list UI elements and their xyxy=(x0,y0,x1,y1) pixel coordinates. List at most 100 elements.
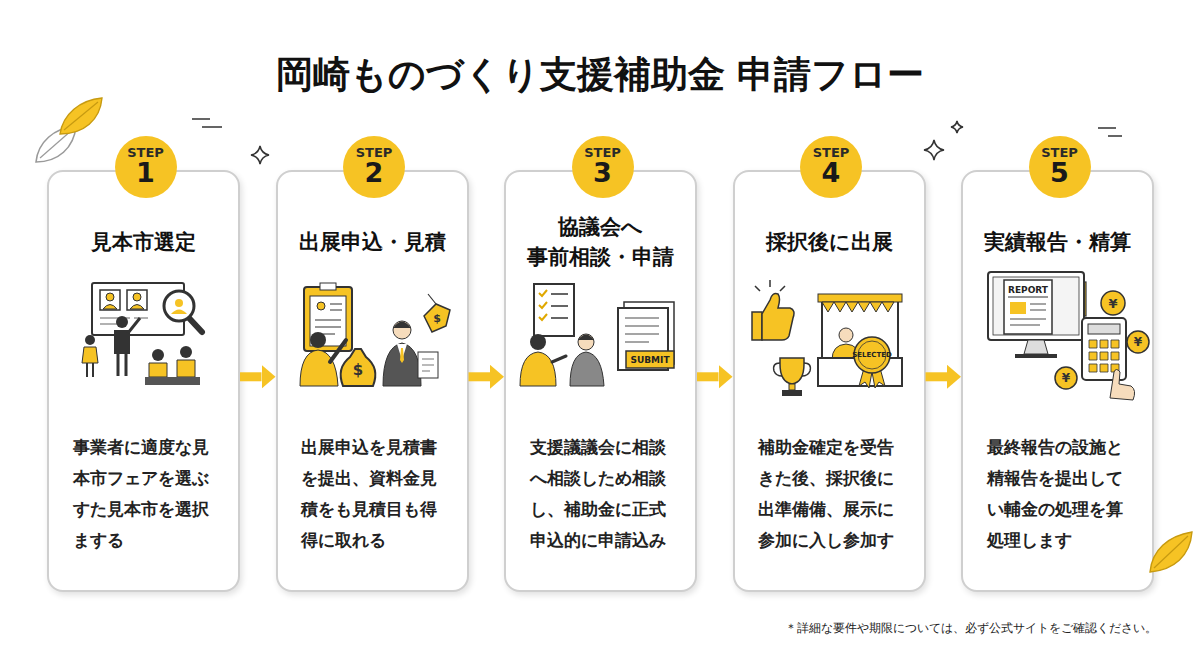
currency-symbol: ¥ xyxy=(1134,336,1142,348)
report-illustration xyxy=(1089,340,1119,372)
application-illustration xyxy=(320,283,336,290)
icon-caption: SUBMIT xyxy=(630,356,669,365)
trade-show-illustration xyxy=(82,283,202,385)
exhibition-illustration xyxy=(818,294,902,302)
decor-sparkle xyxy=(951,121,963,133)
decor-sparkle xyxy=(251,146,269,164)
exhibition-illustration xyxy=(818,358,902,386)
trade-show-illustration xyxy=(149,363,167,377)
application-illustration xyxy=(428,294,436,304)
trade-show-illustration xyxy=(171,310,187,315)
consultation-illustration xyxy=(624,302,674,364)
step-label: STEP xyxy=(584,146,621,159)
step-description: 出展申込を見積書 を提出、資料金見 積をも見積目も得 得に取れる xyxy=(301,432,442,556)
application-illustration xyxy=(304,287,352,351)
flow-arrow xyxy=(240,372,262,381)
decor-leaf xyxy=(64,102,98,130)
step-description: 最終報告の設施と 精報告を提出して い輔金の処理を算 処理します xyxy=(987,432,1128,556)
trade-show-illustration xyxy=(85,335,95,345)
trade-show-illustration xyxy=(103,305,117,310)
step-description: 補助金確定を受告 きた後、採択後に 出準備備、展示に 参加に入し参加す xyxy=(758,432,899,556)
trade-show-illustration xyxy=(114,330,130,354)
application-illustration xyxy=(422,359,434,371)
trade-show-illustration xyxy=(133,293,141,301)
exhibition-illustration xyxy=(752,312,762,340)
consultation-illustration xyxy=(578,334,594,350)
report-illustration xyxy=(1010,302,1026,314)
report-illustration xyxy=(1010,304,1046,325)
application-illustration xyxy=(300,350,338,386)
exhibition-illustration xyxy=(780,358,804,384)
application-illustration xyxy=(424,304,450,332)
trade-show-illustration xyxy=(130,305,144,310)
exhibition-illustration xyxy=(789,384,795,390)
exhibition-illustration xyxy=(755,280,785,291)
step-number: 1 xyxy=(136,159,155,187)
consultation-illustration xyxy=(534,284,574,336)
trade-show-illustration xyxy=(152,349,164,361)
decor-leaf xyxy=(40,130,72,158)
step-badge: STEP3 xyxy=(572,136,634,198)
application-illustration xyxy=(397,344,407,360)
step-badge: STEP2 xyxy=(343,136,405,198)
step-card: 採択後に出展補助金確定を受告 きた後、採択後に 出準備備、展示に 参加に入し参加… xyxy=(733,170,926,592)
application-illustration xyxy=(310,296,346,346)
step-card: 出展申込・見積出展申込を見積書 を提出、資料金見 積をも見積目も得 得に取れるS… xyxy=(276,170,469,592)
step-badge: STEP5 xyxy=(1029,136,1091,198)
application-illustration xyxy=(393,321,411,339)
step-heading: 見本市選定 xyxy=(49,212,238,272)
trade-show-illustration xyxy=(175,299,183,307)
decor-leaf xyxy=(1154,536,1188,568)
decor-leaf xyxy=(60,98,102,134)
trade-show-illustration xyxy=(164,291,194,321)
report-illustration xyxy=(1101,291,1125,315)
trade-show-illustration xyxy=(92,283,184,335)
application-illustration xyxy=(341,349,376,386)
consultation-illustration xyxy=(626,351,674,368)
step-heading: 採択後に出展 xyxy=(735,212,924,272)
step-card: 実績報告・精算最終報告の設施と 精報告を提出して い輔金の処理を算 処理しますS… xyxy=(961,170,1154,592)
consultation-illustration xyxy=(520,352,556,386)
step-heading: 出展申込・見積 xyxy=(278,212,467,272)
step-description: 事業者に適度な見 本市フェアを選ぶ すた見本市を選択 まする xyxy=(73,432,214,556)
trade-show-illustration xyxy=(189,318,202,332)
report-illustration xyxy=(1004,280,1052,334)
page-title: 岡崎ものづくり支援補助金 申請フロー xyxy=(0,52,1200,98)
report-illustration xyxy=(988,272,1149,400)
report-illustration xyxy=(1055,367,1077,389)
step-label: STEP xyxy=(356,146,393,159)
icon-caption: SELECTED xyxy=(852,352,892,359)
trade-show-illustration xyxy=(106,293,114,301)
step-label: STEP xyxy=(813,146,850,159)
trade-show-illustration xyxy=(82,347,98,363)
exhibition-illustration xyxy=(774,363,811,376)
step-label: STEP xyxy=(1041,146,1078,159)
step-heading: 実績報告・精算 xyxy=(963,212,1152,272)
trade-show-illustration xyxy=(177,360,195,377)
consultation-illustration xyxy=(552,356,566,362)
step-card: 協議会へ 事前相談・申請支援議議会に相談 へ相談しため相談 し、補助金に正式 申… xyxy=(504,170,697,592)
application-illustration xyxy=(315,304,342,334)
exhibition-illustration xyxy=(782,390,802,396)
exhibition-illustration xyxy=(822,300,898,380)
step-heading: 協議会へ 事前相談・申請 xyxy=(506,212,695,272)
application-illustration xyxy=(383,343,421,386)
trade-show-illustration xyxy=(127,290,147,310)
decor-sparkle xyxy=(192,119,1122,136)
flow-arrow xyxy=(926,372,948,381)
trade-show-illustration xyxy=(87,363,93,377)
report-illustration xyxy=(988,272,1084,340)
trade-show-illustration xyxy=(116,316,128,328)
step-number: 5 xyxy=(1050,159,1069,187)
consultation-illustration xyxy=(625,318,659,342)
application-illustration xyxy=(400,348,404,363)
trade-show-illustration xyxy=(100,318,148,324)
application-illustration xyxy=(393,322,411,329)
decor-leaf xyxy=(36,98,1192,572)
footnote: ＊詳細な要件や期限については、必ず公式サイトをご確認ください。 xyxy=(785,622,1157,634)
step-number: 2 xyxy=(365,159,384,187)
step-label: STEP xyxy=(127,146,164,159)
report-illustration xyxy=(1082,318,1126,380)
